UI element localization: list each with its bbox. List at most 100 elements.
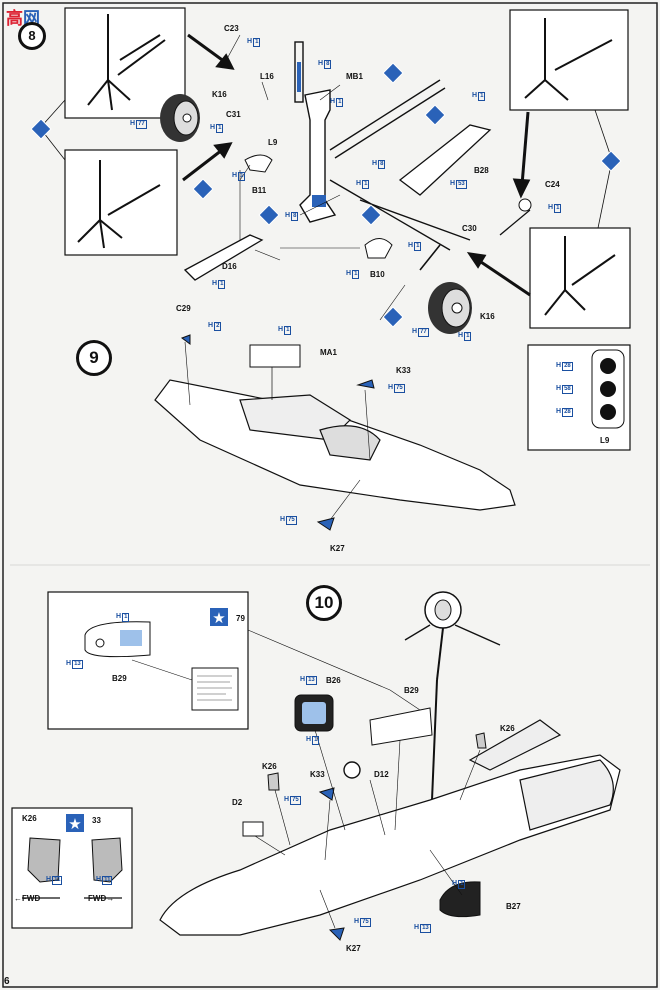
l9-lens-1 bbox=[600, 358, 616, 374]
label-c23: C23 bbox=[224, 24, 239, 33]
label-d16: D16 bbox=[222, 262, 237, 271]
part-ma1 bbox=[249, 344, 301, 368]
part-c30 bbox=[419, 244, 441, 271]
leader-lines-step10 bbox=[247, 629, 481, 929]
label-k26-inset: K26 bbox=[22, 814, 37, 823]
label-k33-step9: K33 bbox=[396, 366, 411, 375]
k26-part-left bbox=[27, 837, 61, 883]
label-b11: B11 bbox=[252, 186, 267, 195]
label-l9-inset: L9 bbox=[600, 436, 610, 445]
part-d2 bbox=[242, 821, 264, 837]
fwd-arrow-right: FWD→ bbox=[88, 894, 115, 903]
fuselage-nose-step9 bbox=[154, 379, 516, 511]
label-l16: L16 bbox=[260, 72, 274, 81]
label-k27-step9: K27 bbox=[330, 544, 345, 553]
label-b26: B26 bbox=[326, 676, 341, 685]
part-b27 bbox=[439, 881, 481, 918]
part-k33-step9 bbox=[356, 379, 375, 389]
label-l9: L9 bbox=[268, 138, 278, 147]
main-strut bbox=[294, 41, 471, 251]
gear-strut-drawing-4 bbox=[544, 236, 616, 316]
decal-star-marker-33 bbox=[66, 814, 84, 832]
inset-box-gear-right-bottom bbox=[529, 227, 631, 329]
svg-text:★: ★ bbox=[68, 815, 81, 833]
label-c31: C31 bbox=[226, 110, 241, 119]
label-b28: B28 bbox=[474, 166, 489, 175]
label-k26-right: K26 bbox=[500, 724, 515, 733]
svg-text:★: ★ bbox=[212, 609, 225, 627]
step-number-10: 10 bbox=[306, 585, 342, 621]
gear-strut-drawing-3 bbox=[524, 18, 613, 101]
gear-strut-drawing-1 bbox=[87, 14, 166, 111]
part-k33-step10 bbox=[318, 787, 335, 801]
logo-char-1: 高 bbox=[6, 9, 23, 29]
gear-door-d16 bbox=[183, 234, 264, 281]
decal-ref-33: 33 bbox=[92, 816, 101, 825]
wheel-k16-left bbox=[160, 94, 200, 142]
label-k16-right: K16 bbox=[480, 312, 495, 321]
l9-lens-3 bbox=[600, 404, 616, 420]
decal-ref-79: 79 bbox=[236, 614, 245, 623]
gear-strut-drawing-2 bbox=[77, 160, 161, 249]
part-c24 bbox=[518, 198, 532, 212]
gear-door-b28 bbox=[398, 124, 492, 196]
part-k27-step10 bbox=[328, 927, 345, 941]
part-b29-fitted bbox=[369, 707, 433, 746]
label-k26-left: K26 bbox=[262, 762, 277, 771]
fuselage-step10 bbox=[159, 719, 621, 936]
inset-box-gear-left-top bbox=[64, 7, 186, 119]
part-b11 bbox=[244, 154, 273, 173]
label-b10: B10 bbox=[370, 270, 385, 279]
label-c29: C29 bbox=[176, 304, 191, 313]
part-k26-step10-a bbox=[267, 772, 280, 791]
step-number-8: 8 bbox=[18, 22, 46, 50]
assembly-arrows bbox=[182, 33, 531, 297]
label-b27: B27 bbox=[506, 902, 521, 911]
label-c24: C24 bbox=[545, 180, 560, 189]
label-ma1: MA1 bbox=[320, 348, 337, 357]
decal-star-marker-79 bbox=[210, 608, 228, 626]
step-number-9: 9 bbox=[76, 340, 112, 376]
part-d12 bbox=[343, 761, 361, 779]
label-c30: C30 bbox=[462, 224, 477, 233]
label-d2: D2 bbox=[232, 798, 243, 807]
decal-sheet-79 bbox=[191, 667, 239, 711]
fwd-arrow-left: ←FWD bbox=[14, 894, 41, 903]
page-number: 6 bbox=[4, 976, 10, 987]
l9-lens-2 bbox=[600, 381, 616, 397]
nose-gear-step10 bbox=[404, 591, 501, 801]
glue-diamond-markers bbox=[30, 62, 622, 328]
part-k27-step9 bbox=[316, 517, 335, 531]
label-k16-left: K16 bbox=[212, 90, 227, 99]
